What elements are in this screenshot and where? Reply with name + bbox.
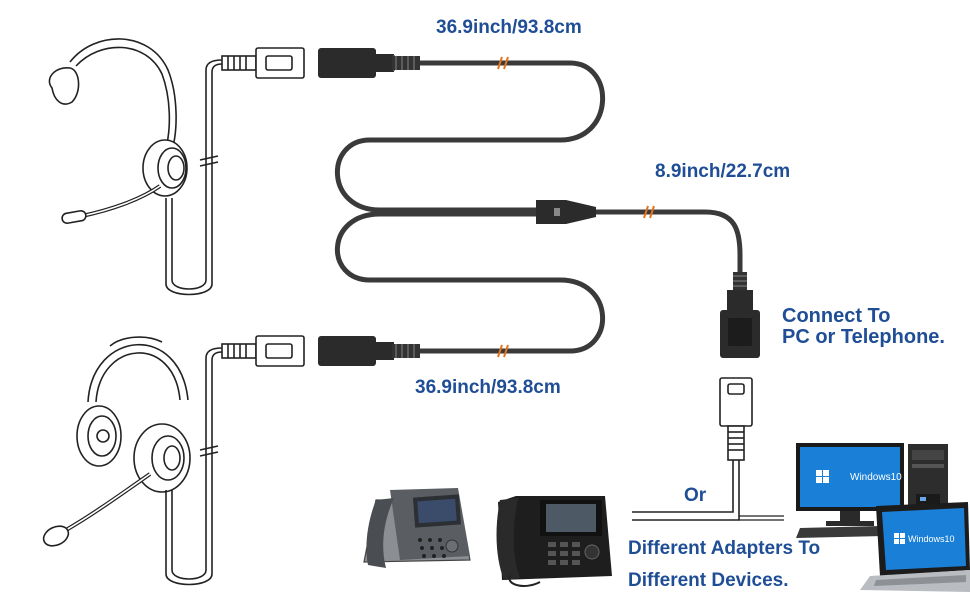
main-cable-length-label: 8.9inch/22.7cm [655, 161, 791, 182]
qd-connector-icon [221, 47, 305, 367]
ip-phone-icon [363, 488, 612, 587]
connect-label-line2: PC or Telephone. [782, 326, 945, 348]
desktop-computer-icon [796, 443, 948, 538]
top-cable-length-label: 36.9inch/93.8cm [436, 17, 582, 38]
qd-plug-main [720, 272, 760, 358]
laptop-icon [860, 502, 970, 592]
qd-plug-bottom [318, 336, 420, 366]
or-label: Or [684, 485, 707, 506]
y-splitter-cable [334, 60, 743, 354]
mono-headset-icon [48, 38, 223, 296]
y-splitter-icon [536, 200, 596, 224]
bottom-cable-length-label: 36.9inch/93.8cm [415, 377, 561, 398]
cable-break-marks [497, 56, 655, 358]
laptop-windows-label: Windows10 [908, 534, 955, 544]
connect-label-line1: Connect To [782, 305, 891, 327]
qd-adapter-icon [632, 377, 784, 521]
monitor-windows-label: Windows10 [850, 472, 902, 483]
qd-plug-top [318, 48, 420, 78]
adapters-label-line2: Different Devices. [628, 570, 789, 591]
binaural-headset-icon [42, 336, 223, 586]
adapters-label-line1: Different Adapters To [628, 538, 821, 559]
